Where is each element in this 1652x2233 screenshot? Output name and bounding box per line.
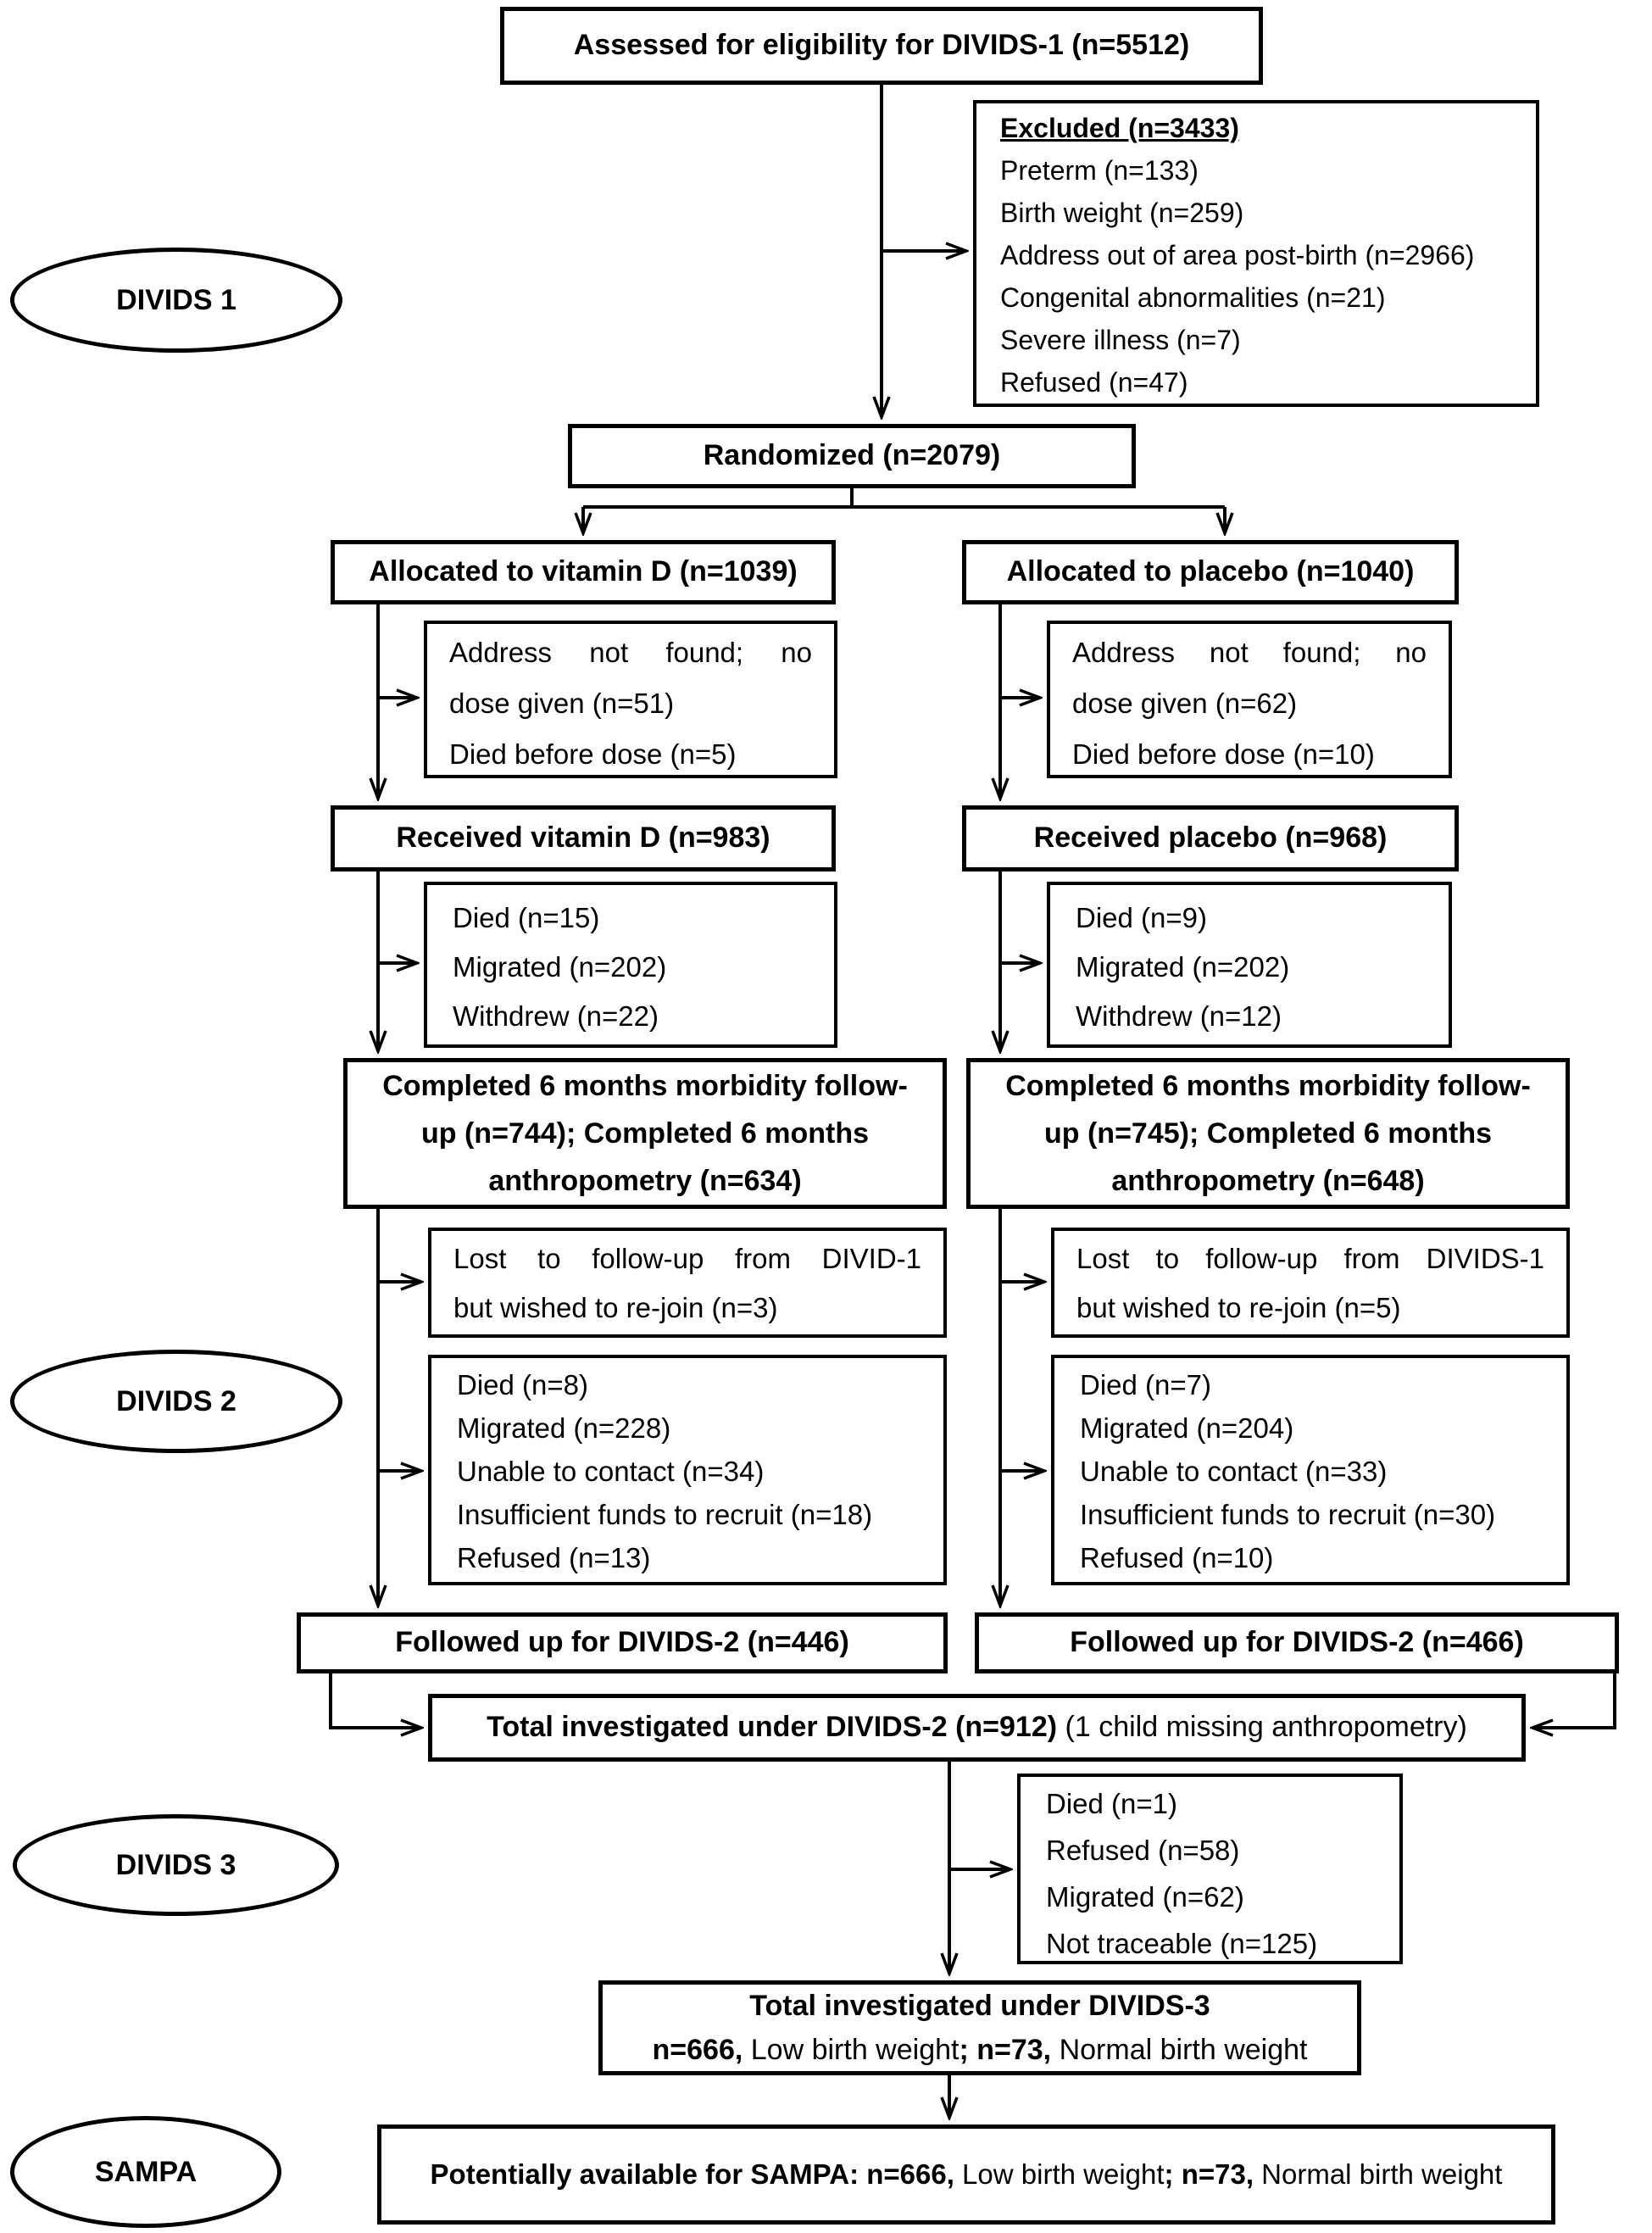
total-divids3-title: Total investigated under DIVIDS-3 xyxy=(749,1990,1210,2022)
excluded-item: Congenital abnormalities (n=21) xyxy=(1000,282,1386,313)
lost-line: Lost to follow-up from DIVIDS-1 xyxy=(1076,1243,1544,1274)
stage-label: DIVIDS 2 xyxy=(116,1384,236,1417)
attrition-item: Unable to contact (n=33) xyxy=(1080,1456,1388,1487)
total-divids3-detail: n=666, Low birth weight; n=73, Normal bi… xyxy=(652,2034,1308,2066)
allocated-label: Allocated to vitamin D (n=1039) xyxy=(369,555,798,588)
completed-line: up (n=745); Completed 6 months xyxy=(1044,1117,1492,1150)
attrition-item: Died (n=9) xyxy=(1076,902,1207,933)
node-completed-6m-vitamin-d: Completed 6 months morbidity follow- up … xyxy=(343,1058,947,1209)
attrition-item: Died (n=15) xyxy=(453,902,600,933)
node-followed-up-placebo: Followed up for DIVIDS-2 (n=466) xyxy=(975,1612,1619,1673)
node-completed-6m-placebo: Completed 6 months morbidity follow- up … xyxy=(966,1058,1570,1209)
followed-up-label: Followed up for DIVIDS-2 (n=466) xyxy=(1070,1626,1524,1659)
stage-ellipse-sampa: SAMPA xyxy=(10,2116,281,2228)
completed-line: Completed 6 months morbidity follow- xyxy=(1005,1070,1531,1102)
completed-line: Completed 6 months morbidity follow- xyxy=(382,1070,908,1102)
completed-line: up (n=744); Completed 6 months xyxy=(421,1117,869,1150)
node-total-divids2: Total investigated under DIVIDS-2 (n=912… xyxy=(428,1694,1526,1762)
stage-ellipse-divids2: DIVIDS 2 xyxy=(10,1350,342,1453)
no-dose-line: Address not found; no xyxy=(1072,637,1427,668)
excluded-item: Preterm (n=133) xyxy=(1000,155,1199,186)
lost-line: but wished to re-join (n=5) xyxy=(1076,1292,1401,1323)
excluded-title: Excluded (n=3433) xyxy=(1000,113,1239,143)
node-followed-up-vitamin-d: Followed up for DIVIDS-2 (n=446) xyxy=(297,1612,948,1673)
node-lost-rejoin-vitamin-d: Lost to follow-up from DIVID-1 but wishe… xyxy=(428,1228,947,1338)
total-divids2-label: Total investigated under DIVIDS-2 (n=912… xyxy=(487,1711,1467,1744)
node-allocated-vitamin-d: Allocated to vitamin D (n=1039) xyxy=(331,540,836,604)
node-received-vitamin-d: Received vitamin D (n=983) xyxy=(331,805,836,871)
attrition-item: Withdrew (n=12) xyxy=(1076,1000,1282,1032)
attrition-item: Migrated (n=228) xyxy=(457,1412,671,1444)
attrition-item: Unable to contact (n=34) xyxy=(457,1456,765,1487)
node-no-dose-placebo: Address not found; no dose given (n=62) … xyxy=(1047,621,1452,778)
node-attrition-6m-placebo: Died (n=9) Migrated (n=202) Withdrew (n=… xyxy=(1047,882,1452,1048)
attrition-item: Not traceable (n=125) xyxy=(1046,1928,1318,1959)
received-label: Received vitamin D (n=983) xyxy=(396,821,770,855)
excluded-item: Severe illness (n=7) xyxy=(1000,325,1241,355)
node-received-placebo: Received placebo (n=968) xyxy=(962,805,1459,871)
node-assessed: Assessed for eligibility for DIVIDS-1 (n… xyxy=(500,7,1263,85)
node-no-dose-vitamin-d: Address not found; no dose given (n=51) … xyxy=(424,621,837,778)
attrition-item: Died (n=8) xyxy=(457,1369,588,1400)
attrition-item: Refused (n=13) xyxy=(457,1542,651,1573)
attrition-item: Migrated (n=202) xyxy=(1076,951,1290,983)
node-attrition-divids3: Died (n=1) Refused (n=58) Migrated (n=62… xyxy=(1017,1774,1403,1964)
attrition-item: Insufficient funds to recruit (n=30) xyxy=(1080,1499,1496,1530)
no-dose-line: Died before dose (n=10) xyxy=(1072,738,1375,770)
attrition-item: Died (n=7) xyxy=(1080,1369,1211,1400)
node-lost-rejoin-placebo: Lost to follow-up from DIVIDS-1 but wish… xyxy=(1051,1228,1570,1338)
node-total-divids3: Total investigated under DIVIDS-3 n=666,… xyxy=(598,1980,1361,2075)
node-allocated-placebo: Allocated to placebo (n=1040) xyxy=(962,540,1459,604)
stage-ellipse-divids3: DIVIDS 3 xyxy=(13,1814,339,1916)
node-attrition-6m-vitamin-d: Died (n=15) Migrated (n=202) Withdrew (n… xyxy=(424,882,837,1048)
node-randomized: Randomized (n=2079) xyxy=(568,424,1136,488)
no-dose-line: Died before dose (n=5) xyxy=(449,738,737,770)
node-attrition-divids2-vitamin-d: Died (n=8) Migrated (n=228) Unable to co… xyxy=(428,1355,947,1585)
node-sampa-available: Potentially available for SAMPA: n=666, … xyxy=(377,2124,1555,2225)
randomized-label: Randomized (n=2079) xyxy=(703,439,1001,472)
no-dose-line: dose given (n=62) xyxy=(1072,688,1298,719)
stage-ellipse-divids1: DIVIDS 1 xyxy=(10,248,342,353)
no-dose-line: Address not found; no xyxy=(449,637,812,668)
sampa-available-label: Potentially available for SAMPA: n=666, … xyxy=(430,2158,1503,2191)
attrition-item: Refused (n=10) xyxy=(1080,1542,1274,1573)
attrition-item: Migrated (n=62) xyxy=(1046,1881,1244,1913)
excluded-item: Address out of area post-birth (n=2966) xyxy=(1000,240,1475,270)
lost-line: Lost to follow-up from DIVID-1 xyxy=(453,1243,921,1274)
node-excluded: Excluded (n=3433) Preterm (n=133) Birth … xyxy=(973,100,1539,407)
lost-line: but wished to re-join (n=3) xyxy=(453,1292,778,1323)
followed-up-label: Followed up for DIVIDS-2 (n=446) xyxy=(395,1626,849,1659)
assessed-label: Assessed for eligibility for DIVIDS-1 (n… xyxy=(573,29,1190,62)
allocated-label: Allocated to placebo (n=1040) xyxy=(1006,555,1415,588)
received-label: Received placebo (n=968) xyxy=(1033,821,1388,855)
attrition-item: Migrated (n=204) xyxy=(1080,1412,1294,1444)
attrition-item: Withdrew (n=22) xyxy=(453,1000,659,1032)
attrition-item: Died (n=1) xyxy=(1046,1788,1177,1819)
stage-label: SAMPA xyxy=(94,2155,197,2188)
excluded-item: Refused (n=47) xyxy=(1000,367,1188,398)
attrition-item: Insufficient funds to recruit (n=18) xyxy=(457,1499,873,1530)
completed-line: anthropometry (n=648) xyxy=(1111,1165,1425,1197)
stage-label: DIVIDS 3 xyxy=(115,1848,236,1881)
completed-line: anthropometry (n=634) xyxy=(488,1165,802,1197)
excluded-item: Birth weight (n=259) xyxy=(1000,198,1244,228)
attrition-item: Refused (n=58) xyxy=(1046,1835,1240,1866)
no-dose-line: dose given (n=51) xyxy=(449,688,675,719)
attrition-item: Migrated (n=202) xyxy=(453,951,667,983)
stage-label: DIVIDS 1 xyxy=(116,283,236,316)
node-attrition-divids2-placebo: Died (n=7) Migrated (n=204) Unable to co… xyxy=(1051,1355,1570,1585)
